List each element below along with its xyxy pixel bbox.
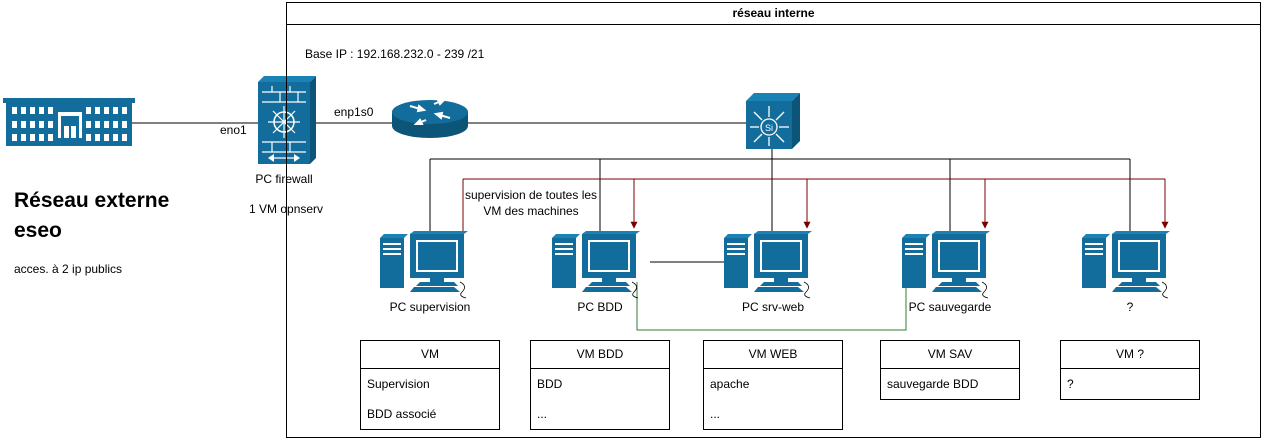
pc-bdd-label: PC BDD — [577, 300, 623, 314]
router-icon — [392, 99, 468, 138]
vm-box-row: sauvegarde BDD — [887, 377, 979, 391]
vm-box-title: VM SAV — [881, 341, 1019, 369]
internal-network-frame: réseau interne — [286, 2, 1261, 438]
vm-box-web: VM WEB apache ... — [703, 340, 843, 430]
vm-box-row: Supervision — [367, 377, 430, 391]
vm-box-title: VM BDD — [531, 341, 669, 369]
pc-sauvegarde-label: PC sauvegarde — [908, 300, 992, 314]
firewall-name: PC firewall — [255, 172, 313, 186]
svg-text:Si: Si — [765, 123, 773, 133]
base-ip-label: Base IP : 192.168.232.0 - 239 /21 — [305, 47, 485, 61]
supervision-note-line2: VM des machines — [483, 204, 579, 218]
supervision-note-line1: supervision de toutes les — [464, 188, 598, 202]
vm-box-row: BDD associé — [367, 407, 437, 421]
vm-box-title: VM ? — [1061, 341, 1199, 369]
vm-box-supervision: VM Supervision BDD associé — [360, 340, 500, 430]
pc-supervision-label: PC supervision — [389, 300, 471, 314]
vm-box-sav: VM SAV sauvegarde BDD — [880, 340, 1020, 400]
eno1-label: eno1 — [220, 123, 247, 137]
vm-box-title: VM WEB — [704, 341, 842, 369]
external-title-line2: eseo — [14, 219, 62, 242]
vm-box-row: apache — [710, 377, 750, 391]
vm-box-bdd: VM BDD BDD ... — [530, 340, 670, 430]
pc-srv-web-icon — [724, 231, 812, 299]
vm-box-row: ... — [710, 407, 721, 421]
vm-box-row: BDD — [537, 377, 563, 391]
public-ips-label: acces. à 2 ip publics — [14, 262, 123, 276]
switch-icon: Si — [746, 93, 800, 149]
pc-bdd-icon — [552, 231, 640, 299]
vm-box-unknown: VM ? ? — [1060, 340, 1200, 400]
pc-unknown-label: ? — [1126, 300, 1134, 314]
supervision-links — [462, 178, 1169, 232]
lan-tree — [429, 149, 1131, 263]
backup-link — [636, 282, 907, 331]
vm-box-row: ? — [1067, 377, 1074, 391]
vm-box-title: VM — [361, 341, 499, 369]
building-icon — [3, 98, 135, 146]
supervision-note: supervision de toutes les VM des machine… — [458, 187, 604, 219]
external-network-title: Réseau externe eseo — [14, 186, 169, 246]
enp1s0-label: enp1s0 — [334, 105, 374, 119]
pc-supervision-icon — [380, 231, 468, 299]
vm-box-row: ... — [537, 407, 548, 421]
internal-network-title: réseau interne — [287, 3, 1260, 25]
pc-sauvegarde-icon — [902, 231, 990, 299]
firewall-icon — [258, 76, 316, 164]
pc-unknown-icon — [1082, 231, 1170, 299]
external-title-line1: Réseau externe — [14, 189, 170, 212]
firewall-vm: 1 VM opnserv — [249, 202, 324, 216]
pc-srv-web-label: PC srv-web — [741, 300, 804, 314]
